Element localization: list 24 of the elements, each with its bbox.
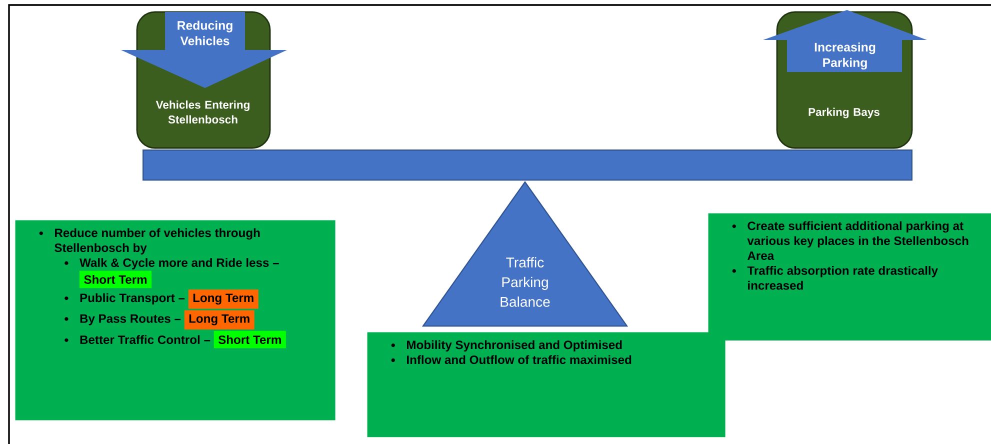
term-highlight: Long Term [184,310,254,330]
list-item: Walk & Cycle more and Ride less – Short Term [64,258,279,288]
term-highlight: Short Term [80,270,152,288]
balance-beam [142,149,912,181]
down-arrow [121,12,287,88]
list-item: Create sufficient additional parking at various key places in the Stellenbosch Area [732,221,968,260]
list-item: Reduce number of vehicles through Stellenbosch by [39,228,260,254]
node-label: Reducing Vehicles [178,20,232,46]
term-highlight: Short Term [214,330,286,348]
node-label: Parking Bays [808,108,880,118]
list-item: Traffic absorption rate drastically increased [732,266,938,290]
list-item: Better Traffic Control – Short Term [64,330,286,348]
node-label: Vehicles Entering Stellenbosch [156,100,250,124]
node-label: Traffic Parking Balance [500,257,550,307]
node-label: Increasing Parking [814,42,876,70]
list-item: By Pass Routes – Long Term [64,310,254,330]
term-highlight: Long Term [188,289,258,309]
list-item: Inflow and Outflow of traffic maximised [391,355,632,364]
list-box [708,213,991,340]
list-item: Mobility Synchronised and Optimised [391,340,622,352]
list-box [367,332,726,438]
list-box [15,220,336,420]
up-arrow [763,10,927,72]
list-item: Public Transport – Long Term [64,289,258,309]
